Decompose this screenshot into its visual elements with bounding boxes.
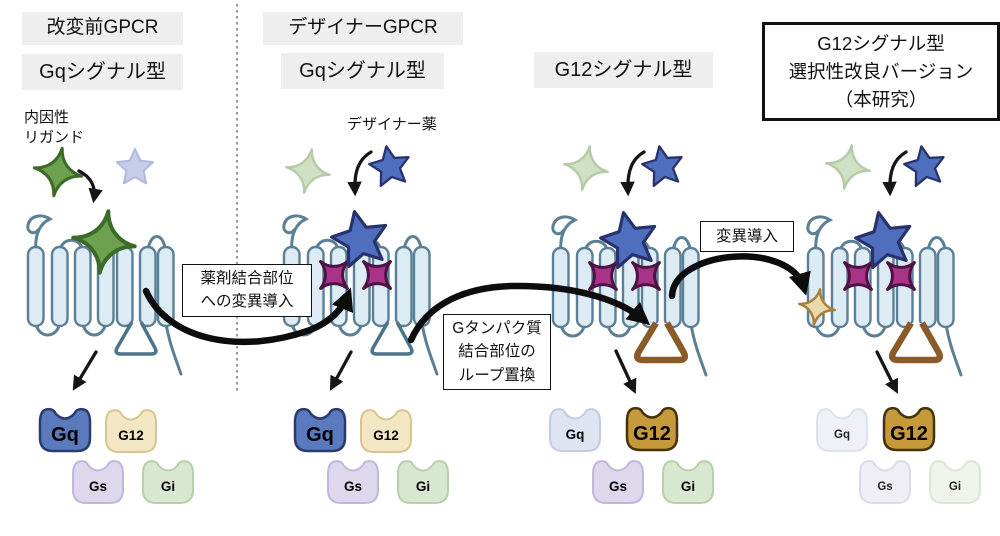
g-proteins-panel-4: Gq G12 Gs Gi — [816, 406, 981, 504]
g-protein-label: Gq — [566, 427, 585, 442]
coupling-arrows — [72, 349, 898, 394]
panel-4-title-box: G12シグナル型 選択性改良バージョン （本研究） — [762, 22, 1000, 122]
g-protein-gq: Gq — [816, 408, 868, 452]
g-protein-label: G12 — [633, 423, 671, 445]
panel-3-type-label: G12シグナル型 — [534, 52, 713, 88]
annotation-loop-swap: Gタンパク質 結合部位の ループ置換 — [443, 314, 551, 390]
g-protein-gs: Gs — [592, 460, 644, 504]
panel-2-type-label: Gqシグナル型 — [281, 53, 444, 89]
g-protein-gq: Gq — [293, 407, 347, 453]
panel-2-header: デザイナーGPCR — [263, 12, 463, 45]
coupling-arrow — [329, 350, 353, 391]
g-protein-label: Gs — [877, 481, 892, 493]
annotation-drug-site-mutation: 薬剤結合部位 への変異導入 — [182, 264, 312, 317]
g-protein-label: Gs — [609, 479, 627, 494]
g-protein-g12: G12 — [882, 406, 936, 452]
receptor-designer-g12 — [551, 207, 708, 377]
g-protein-label: Gq — [834, 429, 850, 441]
g-protein-label: Gi — [161, 479, 175, 494]
ligand-binding-arrows — [77, 150, 908, 204]
binding-arrow — [347, 150, 373, 197]
annotation-mutation: 変異導入 — [700, 221, 794, 253]
g-protein-gi: Gi — [397, 460, 449, 504]
g-protein-label: Gi — [949, 481, 961, 493]
binding-arrow — [77, 169, 103, 204]
g-protein-gs: Gs — [859, 460, 911, 504]
receptor-designer-gq — [282, 206, 439, 376]
inactive-drug-icon — [117, 149, 153, 183]
receptor-original — [26, 207, 183, 376]
faded-endogenous-ligand-icon — [823, 142, 874, 193]
g-proteins-panel-3: Gq G12 Gs Gi — [549, 406, 714, 504]
g-protein-gi: Gi — [662, 460, 714, 504]
arrow-loop-swap — [407, 282, 651, 344]
g-protein-g12: G12 — [625, 406, 679, 452]
g-protein-gi: Gi — [929, 460, 981, 504]
binding-arrow — [620, 150, 646, 197]
g-proteins-panel-2: Gq G12 Gs Gi — [293, 407, 449, 504]
designer-drug-icon — [367, 143, 413, 187]
g-protein-label: Gq — [51, 424, 79, 446]
binding-arrow — [882, 150, 908, 197]
faded-endogenous-ligand-icon — [561, 143, 612, 194]
designer-drug-icon — [640, 143, 686, 187]
coupling-arrow — [875, 350, 898, 394]
designer-drug-label: デザイナー薬 — [347, 116, 437, 133]
panel-1-header: 改変前GPCR — [22, 12, 183, 45]
panel-1-type-label: Gqシグナル型 — [22, 54, 183, 90]
coupling-arrow — [72, 350, 98, 391]
g-protein-gs: Gs — [327, 460, 379, 504]
arrow-mutation — [668, 253, 811, 300]
g-protein-label: Gq — [306, 424, 334, 446]
endogenous-ligand-icon — [30, 144, 86, 200]
replaced-loop — [633, 321, 689, 364]
g-protein-gq: Gq — [549, 408, 601, 452]
g-protein-label: Gi — [416, 479, 430, 494]
g-protein-label: Gs — [89, 479, 107, 494]
g-protein-label: Gs — [344, 479, 362, 494]
g-proteins-panel-1: Gq G12 Gs Gi — [38, 407, 194, 504]
replaced-loop — [888, 321, 944, 364]
g-protein-label: G12 — [373, 428, 399, 443]
g-protein-label: G12 — [118, 428, 144, 443]
g-protein-gi: Gi — [142, 460, 194, 504]
designer-drug-icon — [902, 143, 948, 187]
faded-endogenous-ligand-icon — [283, 146, 334, 197]
free-ligands — [30, 142, 947, 200]
endogenous-ligand-label: 内因性 リガンド — [24, 109, 85, 146]
icl3-loop — [370, 321, 414, 356]
icl3-loop — [114, 321, 158, 356]
g-protein-label: Gi — [681, 479, 695, 494]
g-protein-label: G12 — [890, 423, 928, 445]
coupling-arrow — [614, 349, 637, 394]
receptor-improved-g12 — [796, 207, 963, 377]
arrow-drug-site-mutation — [142, 287, 354, 346]
g-protein-gs: Gs — [72, 460, 124, 504]
g-protein-g12: G12 — [360, 409, 412, 453]
g-protein-gq: Gq — [38, 407, 92, 453]
g-protein-g12: G12 — [105, 409, 157, 453]
